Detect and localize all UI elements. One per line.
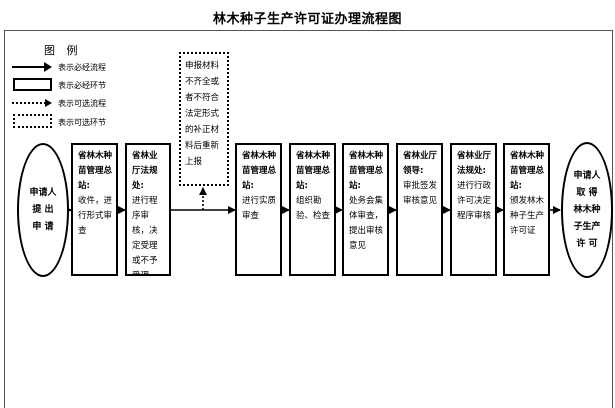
optional-resubmit-box: 申报材料不齐全或者不符合法定形式的补正材料后重新上报 — [179, 52, 229, 186]
step-4-body: 组织勘验、检查 — [296, 196, 331, 221]
page-title: 林木种子生产许可证办理流程图 — [212, 12, 402, 27]
step-1-body: 收件，进行形式审查 — [78, 196, 113, 236]
step-7-box: 省林业厅法规处: 进行行政许可决定程序审核 — [450, 143, 497, 276]
step-8-box: 省林木种苗管理总站: 颁发林木种子生产许可证 — [503, 143, 550, 276]
legend-label-optional-flow: 表示可选流程 — [58, 99, 106, 108]
step-2-body: 进行程序审核，决定受理或不予受理 — [132, 196, 158, 276]
step-5-box: 省林木种苗管理总站: 处务会集体审查，提出审核意见 — [342, 143, 389, 276]
legend-label-required-flow: 表示必经流程 — [58, 63, 106, 72]
step-8-body: 颁发林木种子生产许可证 — [510, 196, 545, 236]
step-4-box: 省林木种苗管理总站: 组织勘验、检查 — [289, 143, 336, 276]
step-6-head: 省林业厅领导: — [403, 151, 438, 176]
step-5-body: 处务会集体审查，提出审核意见 — [349, 196, 384, 251]
step-3-body: 进行实质审查 — [242, 196, 277, 221]
step-1-head: 省林木种苗管理总站: — [78, 151, 113, 191]
step-6-body: 审批签发审核意见 — [403, 181, 438, 206]
step-2-head: 省林业厅法规处: — [132, 151, 158, 191]
step-2-box: 省林业厅法规处: 进行程序审核，决定受理或不予受理 — [125, 143, 171, 276]
step-8-head: 省林木种苗管理总站: — [510, 151, 545, 191]
step-7-head: 省林业厅法规处: — [457, 151, 492, 176]
step-3-head: 省林木种苗管理总站: — [242, 151, 277, 191]
step-3-box: 省林木种苗管理总站: 进行实质审查 — [235, 143, 282, 276]
start-node-label: 申请人 提 出 申 请 — [29, 187, 57, 232]
legend-heading: 图 例 — [44, 44, 82, 57]
legend-solid-arrow-icon — [12, 62, 52, 72]
step-5-head: 省林木种苗管理总站: — [349, 151, 384, 191]
legend-dotted-arrow-icon — [12, 99, 52, 107]
end-node-label: 申请人 取 得 林木种 子生产 许 可 — [573, 170, 601, 249]
step-1-box: 省林木种苗管理总站: 收件，进行形式审查 — [71, 143, 118, 276]
legend-solid-box-icon — [13, 78, 52, 91]
step-7-body: 进行行政许可决定程序审核 — [457, 181, 492, 221]
step-6-box: 省林业厅领导: 审批签发审核意见 — [396, 143, 443, 276]
optional-resubmit-text: 申报材料不齐全或者不符合法定形式的补正材料后重新上报 — [185, 61, 220, 167]
step-4-head: 省林木种苗管理总站: — [296, 151, 331, 191]
end-node: 申请人 取 得 林木种 子生产 许 可 — [561, 142, 613, 278]
legend-label-optional-step: 表示可选环节 — [58, 118, 106, 127]
start-node: 申请人 提 出 申 请 — [17, 143, 69, 277]
legend-dotted-box-icon — [13, 114, 52, 128]
legend-label-required-step: 表示必经环节 — [58, 81, 106, 90]
